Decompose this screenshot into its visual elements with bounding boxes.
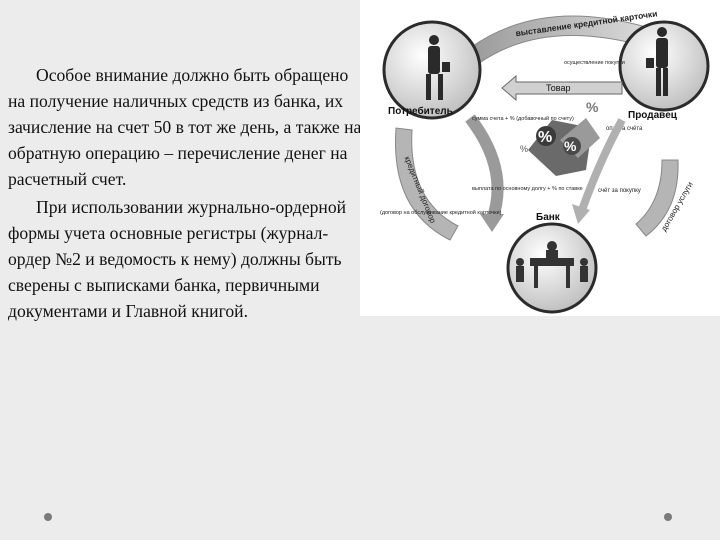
payment-note: осуществление покупки xyxy=(564,60,625,66)
percent-cluster: % % % % xyxy=(520,99,600,176)
seller-figure-icon xyxy=(646,27,668,96)
bill-label: счёт за покупку xyxy=(598,188,641,194)
consumer-node xyxy=(382,20,482,120)
seller-label: Продавец xyxy=(628,110,678,121)
bank-label: Банк xyxy=(536,212,561,223)
paragraph-journal-order: При использовании журнально-ордерной фор… xyxy=(8,197,347,321)
seller-node xyxy=(618,20,710,112)
bank-desk-icon xyxy=(516,241,588,288)
footer-dot-left xyxy=(44,513,52,521)
consumer-label: Потребитель xyxy=(388,105,453,117)
footer-dot-right xyxy=(664,513,672,521)
paragraph-cash: Особое внимание должно быть обращено на … xyxy=(8,65,362,189)
agreement-note: (договор на обслуживание кредитной карто… xyxy=(380,209,502,216)
percent-sign-icon-2: % xyxy=(564,138,577,154)
right-arc: договор услуги xyxy=(635,159,695,237)
sum-note: сумма счета + % (добавочный по счету) xyxy=(472,115,574,122)
consumer-figure-icon xyxy=(426,35,450,100)
goods-label: Товар xyxy=(546,83,571,93)
left-arc: кредитный договор xyxy=(394,127,459,241)
payout-note: выплата по основному долгу + % по ставке xyxy=(472,186,583,192)
goods-arrow: Товар xyxy=(501,74,623,102)
credit-card-flow-diagram: выставление кредитной карточки кредитный… xyxy=(360,0,720,316)
body-text: Особое внимание должно быть обращено на … xyxy=(8,62,366,326)
seller-to-bank-arrow xyxy=(572,118,626,224)
bank-node xyxy=(506,222,598,314)
percent-sign-icon-3: % xyxy=(586,99,599,115)
invoice-label: оплата счёта xyxy=(606,126,643,132)
percent-sign-icon: % xyxy=(538,129,552,146)
consumer-to-bank-arrow xyxy=(465,114,504,232)
percent-sign-icon-4: % xyxy=(520,144,528,154)
